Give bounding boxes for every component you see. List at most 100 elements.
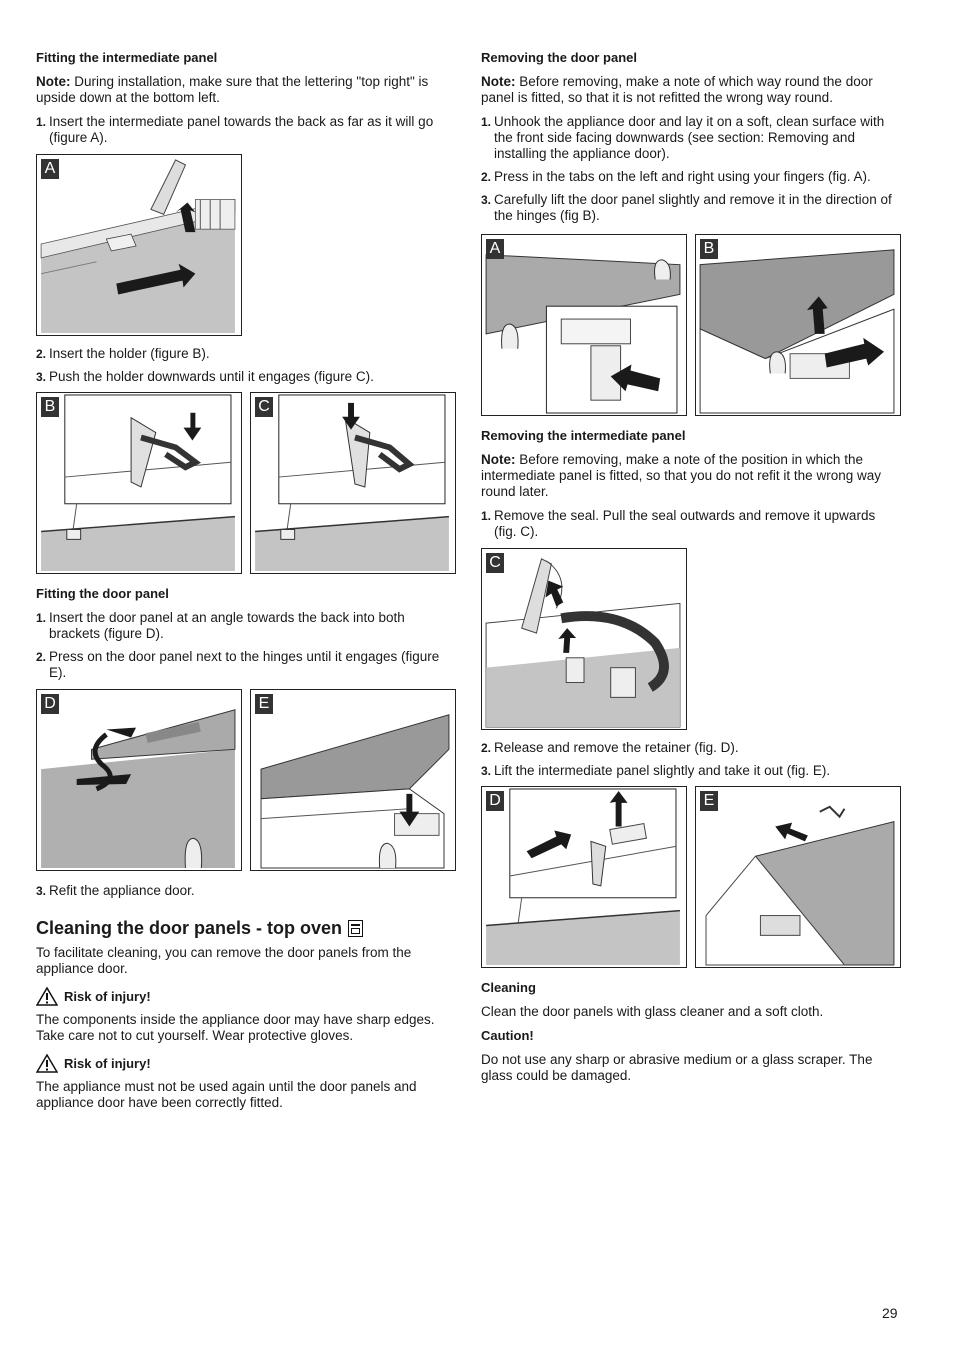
remove-intermediate-heading: Removing the intermediate panel [481, 428, 686, 443]
step-text: Insert the door panel at an angle toward… [49, 610, 405, 641]
figure-b-illustration [41, 394, 235, 572]
figure-a-remove-illustration [485, 254, 681, 414]
step-text: Release and remove the retainer (fig. D)… [494, 740, 739, 755]
warning-title: Risk of injury! [64, 1056, 151, 1071]
figure-label: B [41, 397, 59, 417]
figure-b-insert-holder: B [36, 392, 242, 574]
remove-intermediate-note: Note: Before removing, make a note of th… [481, 452, 901, 500]
figure-label: E [700, 791, 718, 811]
note-text: During installation, make sure that the … [36, 74, 429, 105]
figure-a-press-tabs: A [481, 234, 687, 416]
note-text: Before removing, make a note of which wa… [481, 74, 873, 105]
figure-d-release-retainer: D [481, 786, 687, 968]
note-label: Note: [481, 452, 516, 467]
fit-intermediate-note: Note: During installation, make sure tha… [36, 74, 456, 106]
note-label: Note: [36, 74, 71, 89]
step-number: 2. [36, 650, 47, 664]
figure-label: A [486, 239, 504, 259]
step-text: Unhook the appliance door and lay it on … [494, 114, 885, 161]
step-text: Remove the seal. Pull the seal outwards … [494, 508, 876, 539]
figure-d-remove-illustration [486, 788, 680, 966]
figure-label: E [255, 694, 273, 714]
remove-door-heading: Removing the door panel [481, 50, 638, 65]
figure-d-illustration [41, 709, 236, 869]
warning-text-1: The components inside the appliance door… [36, 1012, 435, 1043]
cleaning-section-title: Cleaning the door panels - top oven [36, 918, 343, 938]
step-text: Lift the intermediate panel slightly and… [494, 763, 831, 778]
step-text: Press in the tabs on the left and right … [494, 169, 871, 184]
figure-e-illustration [260, 714, 450, 869]
right-column: Removing the door panel Note: Before rem… [481, 50, 901, 1092]
remove-intermediate-step-3: 3.Lift the intermediate panel slightly a… [481, 763, 901, 779]
page-number: 29 [882, 1305, 898, 1321]
figures-b-c: B C [36, 392, 456, 574]
risk-of-injury-warning-2: Risk of injury! [36, 1054, 456, 1073]
cleaning-section-heading: Cleaning the door panels - top oven [36, 917, 456, 939]
left-column: Fitting the intermediate panel Note: Dur… [36, 50, 456, 1119]
figure-c-push-holder: C [250, 392, 456, 574]
step-number: 1. [481, 115, 492, 129]
figure-e-press-door-panel: E [250, 689, 456, 871]
figure-c-remove-seal: C [481, 548, 687, 730]
step-text: Push the holder downwards until it engag… [49, 369, 374, 384]
step-text: Carefully lift the door panel slightly a… [494, 192, 892, 223]
remove-door-note: Note: Before removing, make a note of wh… [481, 74, 901, 106]
step-number: 3. [36, 370, 47, 384]
fit-door-step-1: 1.Insert the door panel at an angle towa… [36, 610, 456, 642]
step-number: 3. [481, 193, 492, 207]
remove-door-step-3: 3.Carefully lift the door panel slightly… [481, 192, 901, 224]
cleaning-text: Clean the door panels with glass cleaner… [481, 1004, 824, 1019]
step-text: Insert the holder (figure B). [49, 346, 210, 361]
step-text: Insert the intermediate panel towards th… [49, 114, 434, 145]
oven-icon [348, 919, 364, 937]
fit-intermediate-heading: Fitting the intermediate panel [36, 50, 218, 65]
figure-label: D [486, 791, 504, 811]
figure-label: A [41, 159, 59, 179]
step-number: 2. [481, 170, 492, 184]
figures-d-e: D E [36, 689, 456, 871]
step-number: 2. [36, 347, 47, 361]
figure-c-illustration [255, 394, 449, 572]
figures-remove-d-e: D E [481, 786, 901, 968]
caution-heading: Caution! [481, 1028, 534, 1043]
fit-intermediate-step-3: 3.Push the holder downwards until it eng… [36, 369, 456, 385]
fit-intermediate-step-1: 1.Insert the intermediate panel towards … [36, 114, 456, 146]
figure-c-remove-illustration [485, 558, 681, 728]
figure-b-lift-door-panel: B [695, 234, 901, 416]
figure-label: C [486, 553, 504, 573]
warning-triangle-icon [36, 1054, 58, 1073]
step-text: Press on the door panel next to the hing… [49, 649, 440, 680]
figure-a-illustration [40, 159, 236, 334]
figure-b-remove-illustration [699, 249, 895, 414]
figure-e-remove-illustration [705, 805, 895, 966]
fit-door-step-3: 3.Refit the appliance door. [36, 883, 456, 899]
cleaning-intro: To facilitate cleaning, you can remove t… [36, 945, 412, 976]
figure-label: D [41, 694, 59, 714]
warning-text-2: The appliance must not be used again unt… [36, 1079, 417, 1110]
remove-door-step-2: 2.Press in the tabs on the left and righ… [481, 169, 901, 185]
step-text: Refit the appliance door. [49, 883, 195, 898]
step-number: 3. [481, 764, 492, 778]
step-number: 1. [481, 509, 492, 523]
warning-title: Risk of injury! [64, 989, 151, 1004]
note-label: Note: [481, 74, 516, 89]
caution-text: Do not use any sharp or abrasive medium … [481, 1052, 873, 1083]
figure-e-lift-intermediate-panel: E [695, 786, 901, 968]
remove-door-step-1: 1.Unhook the appliance door and lay it o… [481, 114, 901, 162]
step-number: 3. [36, 884, 47, 898]
step-number: 2. [481, 741, 492, 755]
figure-d-insert-door-panel: D [36, 689, 242, 871]
step-number: 1. [36, 611, 47, 625]
remove-intermediate-step-2: 2.Release and remove the retainer (fig. … [481, 740, 901, 756]
note-text: Before removing, make a note of the posi… [481, 452, 881, 499]
figure-label: B [700, 239, 718, 259]
remove-intermediate-step-1: 1.Remove the seal. Pull the seal outward… [481, 508, 901, 540]
fit-door-heading: Fitting the door panel [36, 586, 169, 601]
cleaning-heading: Cleaning [481, 980, 536, 995]
figure-label: C [255, 397, 273, 417]
fit-intermediate-step-2: 2.Insert the holder (figure B). [36, 346, 456, 362]
figures-remove-a-b: A B [481, 234, 901, 416]
risk-of-injury-warning-1: Risk of injury! [36, 987, 456, 1006]
fit-door-step-2: 2.Press on the door panel next to the hi… [36, 649, 456, 681]
figure-a-insert-intermediate: A [36, 154, 242, 336]
